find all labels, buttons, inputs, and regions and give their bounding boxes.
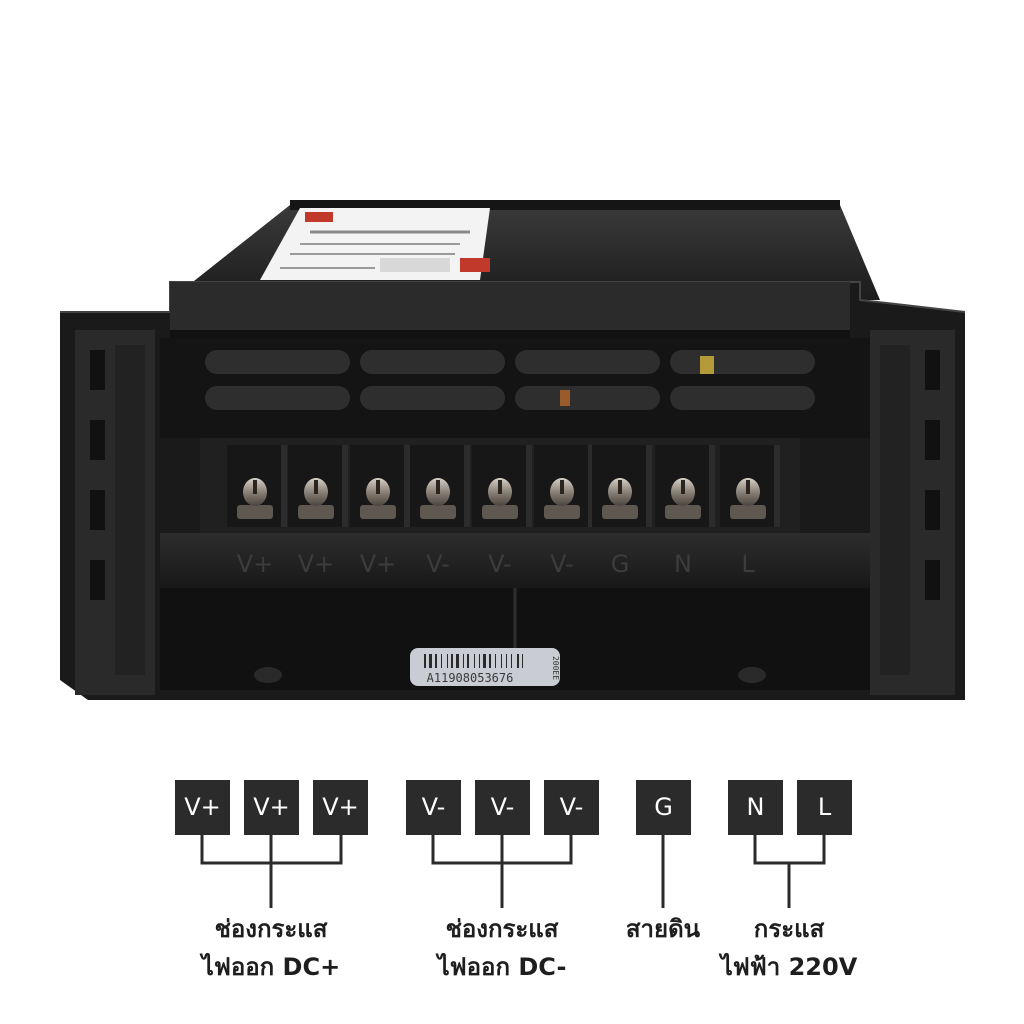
terminal-legend-box: V+ <box>175 780 230 835</box>
caption-ac-input-line2: ไฟฟ้า 220V <box>720 953 858 981</box>
terminal-strip-label: V+ <box>237 550 274 578</box>
terminal-screws <box>227 445 780 527</box>
right-rail <box>870 330 955 695</box>
terminal-screw <box>288 445 348 527</box>
terminal-strip-label: V- <box>488 550 512 578</box>
terminal-screw <box>592 445 652 527</box>
terminal-screw <box>655 445 715 527</box>
terminal-label-strip <box>160 533 870 588</box>
caption-ground: สายดิน <box>608 910 718 948</box>
spec-label <box>260 208 490 280</box>
caption-dc-minus: ช่องกระแส ไฟออก DC- <box>412 910 592 986</box>
terminal-strip-label: V- <box>426 550 450 578</box>
caption-dc-minus-line2: ไฟออก DC- <box>437 953 567 981</box>
terminal-screw <box>534 445 594 527</box>
terminal-strip-label: N <box>674 550 692 578</box>
terminal-strip-label: L <box>741 550 755 578</box>
terminal-legend-box: V- <box>544 780 599 835</box>
serial-sticker: A11908053676 200EE <box>410 648 560 686</box>
terminal-screw <box>720 445 780 527</box>
power-supply-photo: V+ V+ V+ V- V- V- G N L A11908053676 200EE <box>60 200 966 700</box>
terminal-legend-box: V- <box>406 780 461 835</box>
caption-ac-input-line1: กระแส <box>753 915 825 943</box>
terminal-strip-labels: V+ V+ V+ V- V- V- G N L <box>237 550 756 578</box>
terminal-screw <box>410 445 470 527</box>
serial-side-code: 200EE <box>551 656 560 680</box>
terminal-legend-box: V+ <box>244 780 299 835</box>
terminal-screw <box>350 445 410 527</box>
terminal-strip-label: V+ <box>298 550 335 578</box>
serial-number: A11908053676 <box>427 671 514 685</box>
terminal-legend-box: V- <box>475 780 530 835</box>
caption-dc-minus-line1: ช่องกระแส <box>445 915 559 943</box>
terminal-legend-box: V+ <box>313 780 368 835</box>
caption-dc-plus: ช่องกระแส ไฟออก DC+ <box>181 910 361 986</box>
caption-dc-plus-line1: ช่องกระแส <box>214 915 328 943</box>
terminal-strip-label: V- <box>550 550 574 578</box>
caption-dc-plus-line2: ไฟออก DC+ <box>201 953 341 981</box>
caption-ground-line1: สายดิน <box>625 915 701 943</box>
terminal-legend-box: L <box>797 780 852 835</box>
cover-flap <box>170 282 850 337</box>
terminal-strip-label: G <box>611 550 630 578</box>
terminal-screw <box>227 445 287 527</box>
terminal-screw <box>472 445 532 527</box>
caption-ac-input: กระแส ไฟฟ้า 220V <box>714 910 864 986</box>
terminal-strip-label: V+ <box>360 550 397 578</box>
terminal-legend-box: N <box>728 780 783 835</box>
left-rail <box>75 330 155 695</box>
terminal-legend-box: G <box>636 780 691 835</box>
